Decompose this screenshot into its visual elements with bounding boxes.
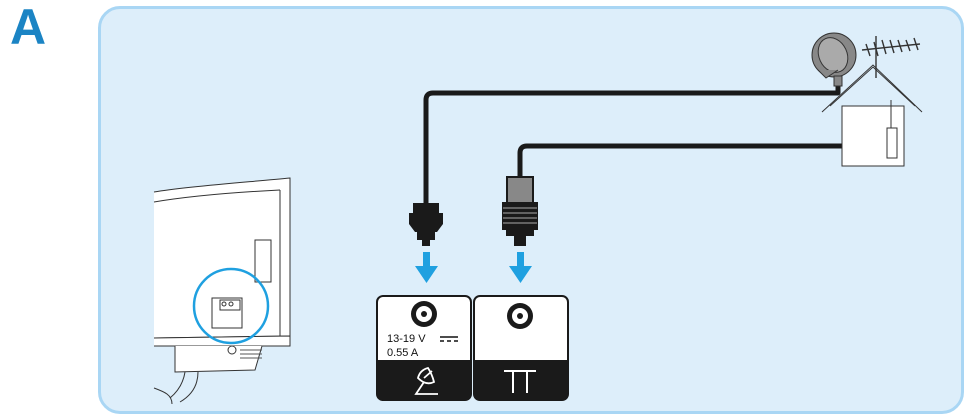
antenna-cable	[517, 143, 891, 178]
f-connector	[409, 203, 443, 246]
satellite-dish-icon	[414, 366, 438, 395]
current-label: 0.55 A	[387, 347, 419, 359]
step-letter: A	[10, 0, 47, 55]
iec-plug	[502, 176, 538, 246]
terrestrial-antenna-icon	[504, 370, 536, 393]
arrow-down-icon	[509, 252, 532, 283]
tv-rear	[153, 177, 291, 405]
satellite-socket: 13-19 V 0.55 A	[376, 295, 472, 401]
roof-antenna-icon	[861, 36, 921, 78]
arrow-down-icon	[415, 252, 438, 283]
antenna-socket	[473, 295, 569, 401]
cables	[423, 78, 891, 205]
satellite-dish-icon	[811, 32, 857, 87]
dc-symbol-icon	[440, 336, 458, 342]
highlight-circle	[192, 267, 270, 345]
satellite-cable	[423, 78, 841, 205]
house	[821, 64, 923, 167]
voltage-label: 13-19 V	[387, 333, 426, 345]
